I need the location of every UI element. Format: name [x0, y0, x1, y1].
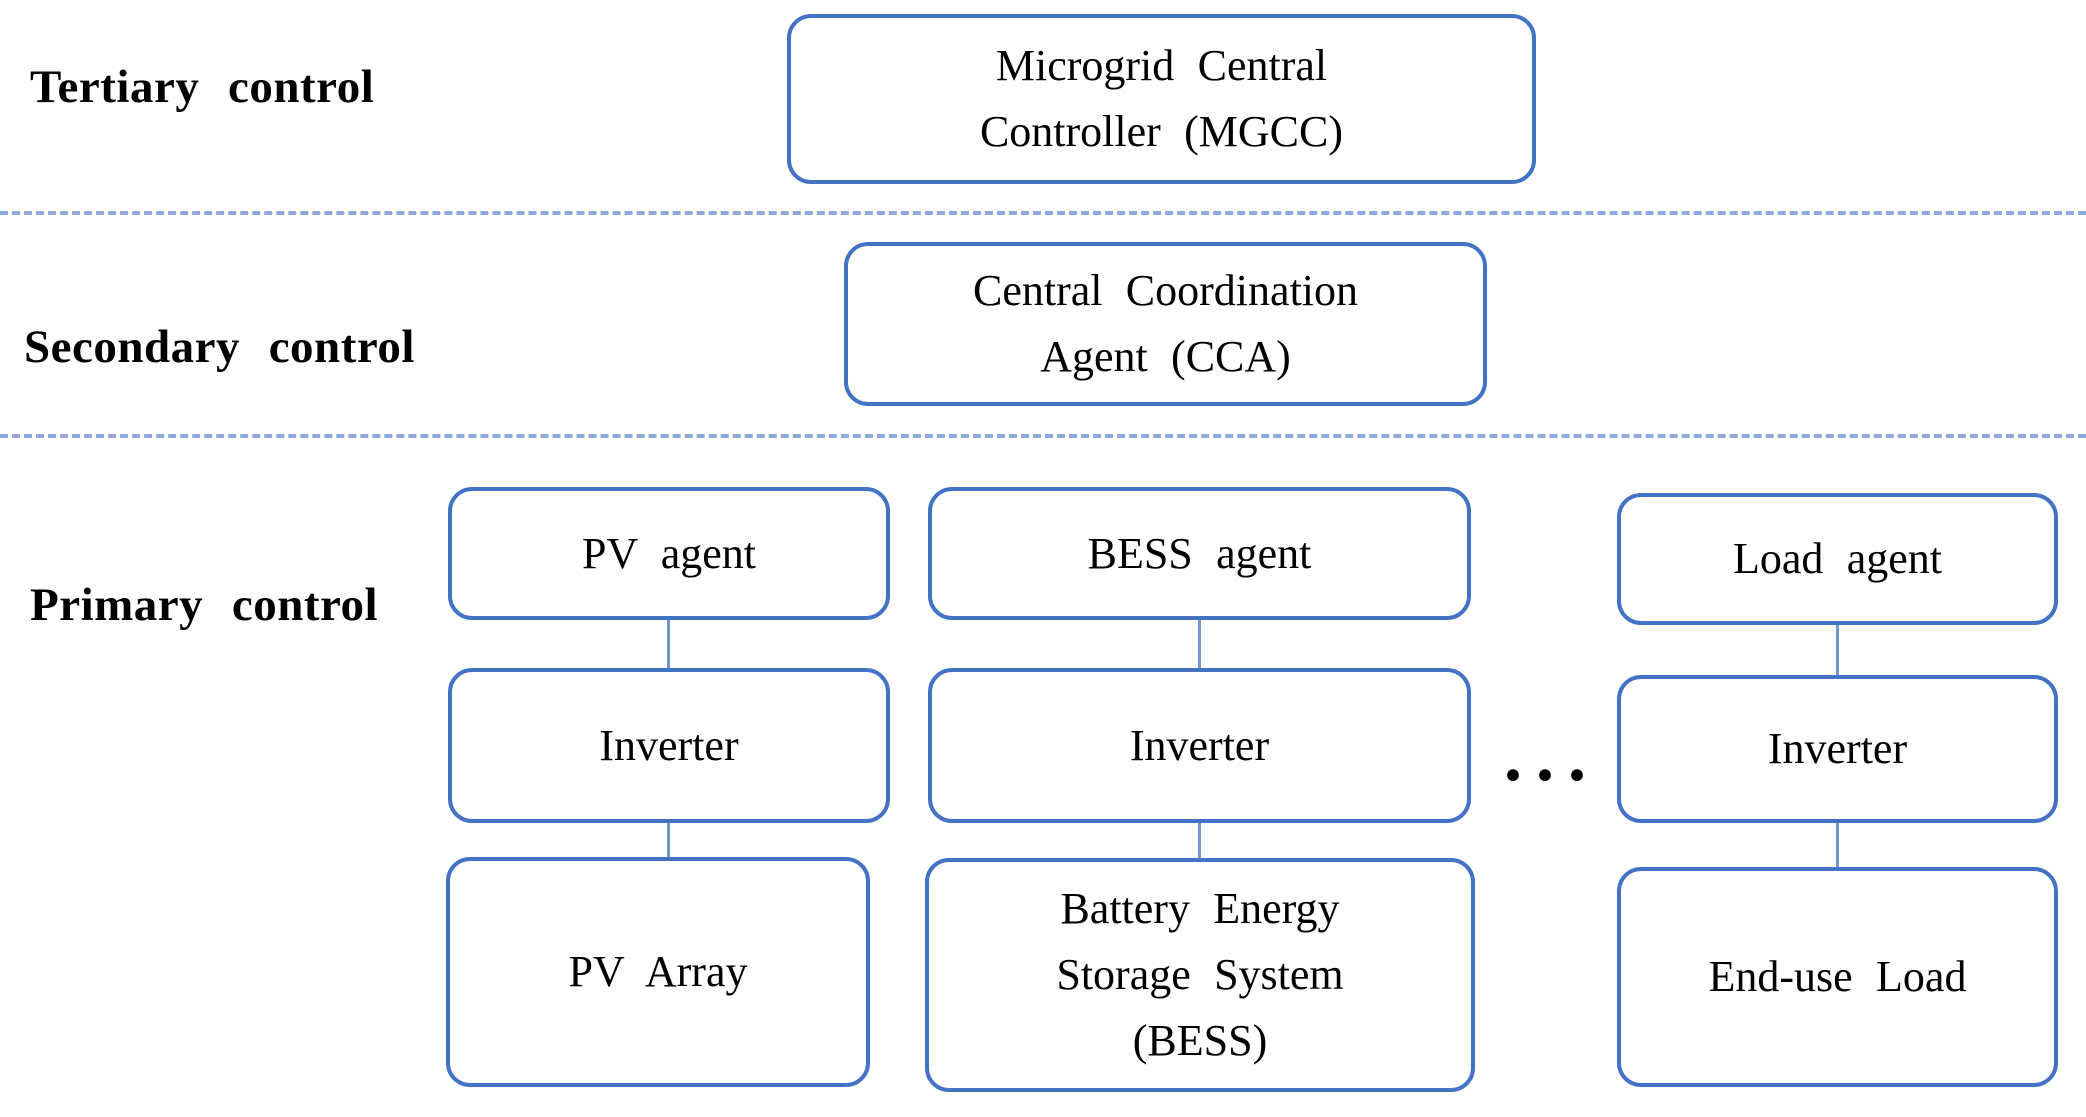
pv-agent-label: PV agent	[581, 528, 757, 578]
tier-label-tertiary: Tertiary control	[30, 61, 375, 113]
pv-agent-box: PV agent	[448, 487, 890, 620]
cca-label: Central Coordination Agent (CCA)	[972, 266, 1359, 381]
connector-pv-agent-inverter	[667, 620, 670, 668]
cca-box: Central Coordination Agent (CCA)	[844, 242, 1487, 406]
pv-inverter-label: Inverter	[599, 720, 739, 770]
pv-array-box: PV Array	[446, 857, 870, 1087]
bess-inverter-label: Inverter	[1129, 720, 1270, 770]
bess-box: Battery Energy Storage System (BESS)	[925, 858, 1475, 1092]
bess-label: Battery Energy Storage System (BESS)	[1056, 884, 1344, 1065]
load-inverter-box: Inverter	[1617, 675, 2058, 823]
ellipsis-more-agents: ...	[1504, 716, 1600, 796]
tier-divider-secondary-primary	[0, 434, 2086, 438]
end-use-load-box: End-use Load	[1617, 867, 2058, 1087]
mgcc-label: Microgrid Central Controller (MGCC)	[979, 41, 1344, 156]
connector-pv-inverter-array	[667, 823, 670, 857]
pv-array-label: PV Array	[568, 947, 748, 996]
mgcc-box: Microgrid Central Controller (MGCC)	[787, 14, 1536, 184]
bess-inverter-box: Inverter	[928, 668, 1471, 823]
tier-label-secondary: Secondary control	[24, 321, 415, 373]
load-inverter-label: Inverter	[1767, 724, 1908, 773]
tier-label-primary: Primary control	[30, 579, 379, 631]
load-agent-label: Load agent	[1732, 534, 1942, 583]
end-use-load-label: End-use Load	[1708, 952, 1967, 1001]
connector-bess-inverter-bess	[1198, 823, 1201, 858]
bess-agent-box: BESS agent	[928, 487, 1471, 620]
connector-bess-agent-inverter	[1198, 620, 1201, 668]
load-agent-box: Load agent	[1617, 493, 2058, 625]
connector-load-agent-inverter	[1836, 625, 1839, 675]
tier-divider-tertiary-secondary	[0, 211, 2086, 215]
bess-agent-label: BESS agent	[1087, 528, 1312, 578]
connector-load-inverter-load	[1836, 823, 1839, 867]
pv-inverter-box: Inverter	[448, 668, 890, 823]
